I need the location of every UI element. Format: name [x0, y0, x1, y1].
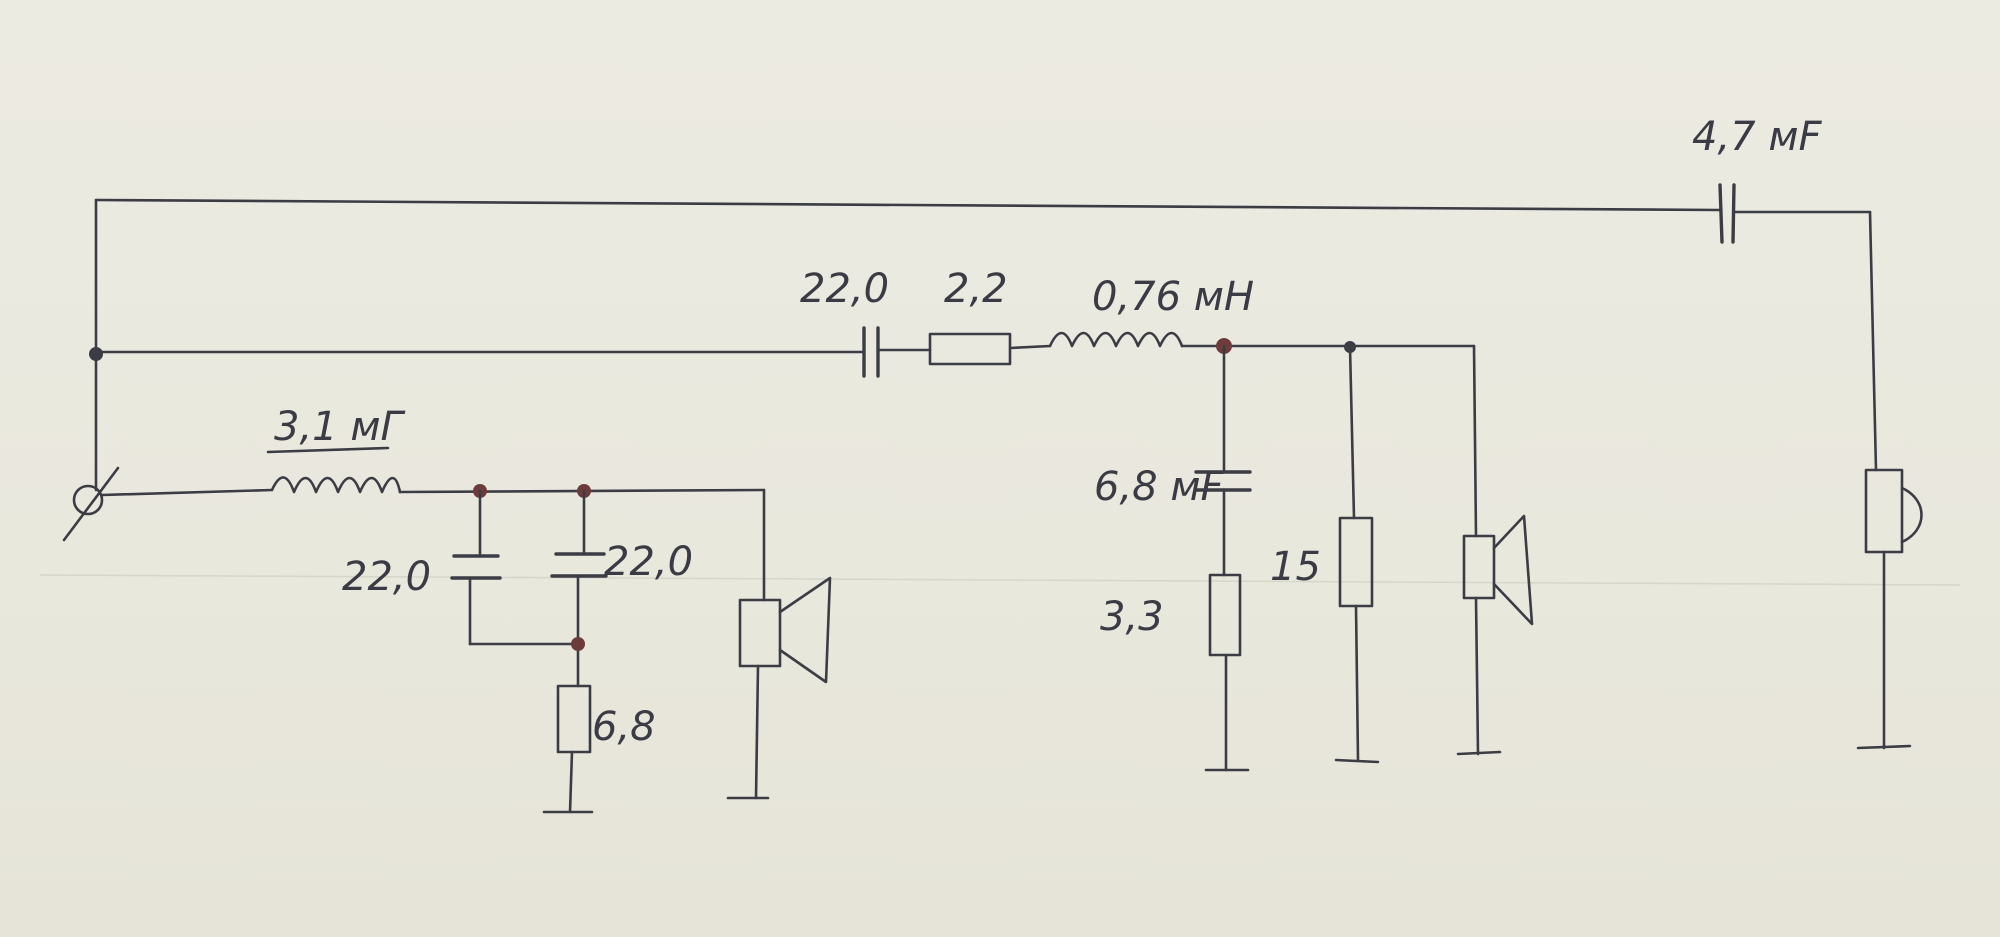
label-l-bass: 3,1 мГ	[274, 404, 406, 450]
midrange-speaker	[1462, 514, 1534, 626]
input-terminal	[62, 466, 120, 542]
junction-node	[571, 637, 585, 651]
treble-wire-down	[1868, 210, 1878, 472]
resistor-bass	[556, 684, 592, 754]
label-c-mid-series: 22,0	[800, 266, 889, 312]
inductor-mid	[1048, 331, 1184, 348]
woofer-ground-wire	[754, 664, 760, 800]
capacitor-bass-2	[550, 552, 608, 578]
label-l-mid: 0,76 мН	[1092, 274, 1254, 320]
resistor-mid-parallel	[1338, 516, 1374, 608]
mid-parallel-wire-2	[1354, 604, 1360, 762]
label-r-mid-series: 2,2	[944, 266, 1008, 312]
mid-speaker-wire	[1472, 344, 1478, 538]
label-r-mid-parallel: 15	[1270, 544, 1321, 590]
bass-resistor-wire	[568, 750, 574, 814]
mid-speaker-ground-wire	[1474, 596, 1480, 756]
treble-ground	[1856, 744, 1912, 750]
label-r-bass: 6,8	[592, 704, 656, 750]
woofer-speaker	[738, 576, 832, 684]
label-c-bass-1: 22,0	[342, 554, 431, 600]
paper-fold-line	[39, 574, 1961, 586]
resistor-mid-series	[928, 332, 1012, 366]
tweeter-speaker	[1864, 468, 1923, 554]
resistor-mid-shunt	[1208, 573, 1242, 657]
mid-wire-2	[1008, 344, 1052, 350]
bass-input-wire	[100, 488, 274, 497]
capacitor-bass-1	[450, 554, 502, 580]
label-c-bass-2: 22,0	[604, 539, 693, 585]
mid-parallel-ground	[1334, 758, 1380, 764]
label-c-mid-shunt: 6,8 мF	[1094, 464, 1225, 510]
label-c-treble: 4,7 мF	[1692, 114, 1823, 160]
junction-node	[89, 347, 103, 361]
inductor-overline	[266, 446, 390, 454]
top-treble-wire	[94, 198, 1722, 212]
label-r-mid-shunt: 3,3	[1100, 594, 1164, 640]
capacitor-treble	[1718, 183, 1736, 244]
inductor-bass	[270, 476, 402, 494]
mid-speaker-ground	[1456, 750, 1502, 756]
capacitor-mid-series	[862, 326, 880, 378]
mid-parallel-wire	[1348, 345, 1356, 520]
